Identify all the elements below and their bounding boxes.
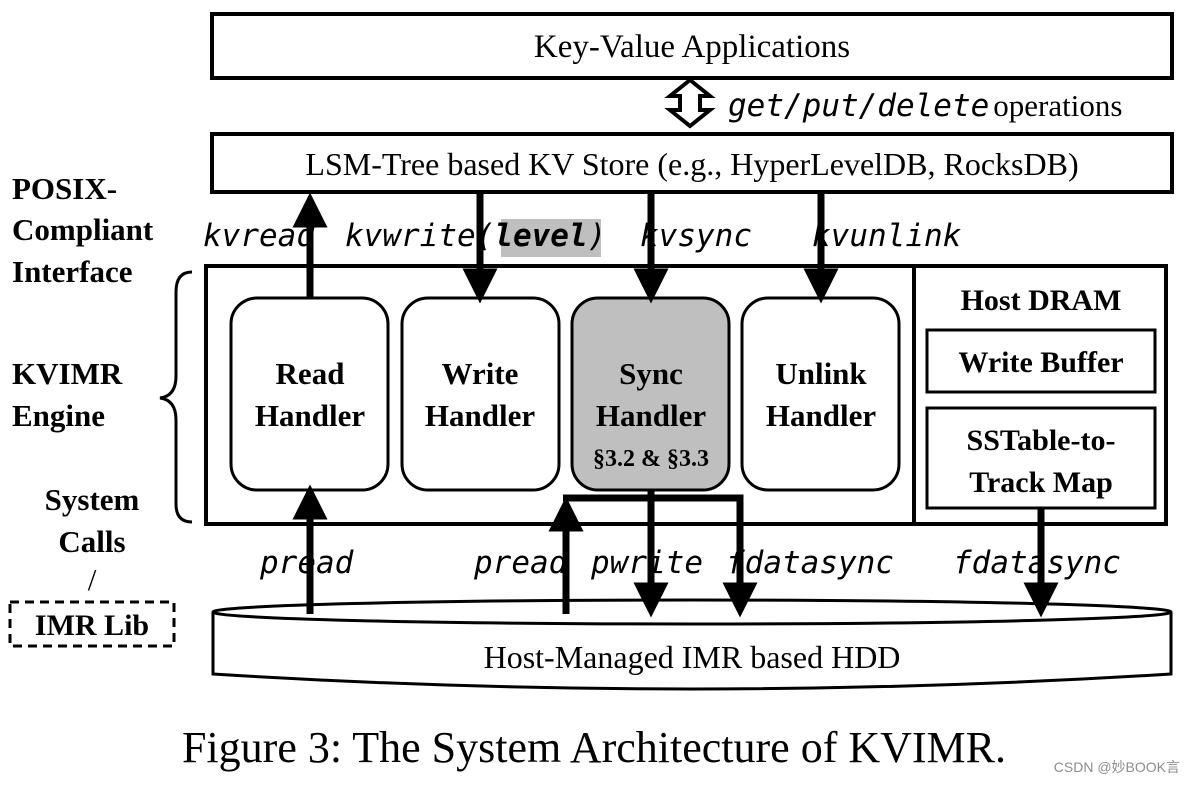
unlink-handler-line1: Unlink <box>775 356 867 391</box>
watermark: CSDN @妙BOOK言 <box>1054 759 1180 775</box>
handler-write: Write Handler <box>400 296 561 492</box>
interface-calls: kvread kvwrite(level) kvsync kvunlink <box>203 218 962 254</box>
engine-label-line1: KVIMR <box>12 356 123 391</box>
hdd-label: Host-Managed IMR based HDD <box>484 639 901 675</box>
ops-label: get/put/delete operations <box>728 88 1122 124</box>
hdd-top <box>211 598 1173 626</box>
kvunlink-label: kvunlink <box>812 218 962 254</box>
system-call-labels: pread pread pwrite fdatasync fdatasync <box>259 545 1121 581</box>
pread-sync-label: pread <box>473 545 568 581</box>
syscalls-label-line1: System <box>45 482 140 517</box>
handler-read: Read Handler <box>229 296 390 492</box>
hdd-cylinder: Host-Managed IMR based HDD <box>211 598 1173 691</box>
unlink-handler-box <box>740 296 901 492</box>
sync-handler-line2: Handler <box>596 398 706 433</box>
pread-read-label: pread <box>259 545 354 581</box>
handler-sync: Sync Handler §3.2 & §3.3 <box>570 296 731 492</box>
level-highlight <box>501 219 601 257</box>
host-dram-title: Host DRAM <box>961 284 1122 317</box>
write-handler-line2: Handler <box>425 398 535 433</box>
write-handler-line1: Write <box>442 356 519 391</box>
pwrite-label: pwrite <box>590 545 703 581</box>
sync-handler-line1: Sync <box>619 356 683 391</box>
handler-unlink: Unlink Handler <box>740 296 901 492</box>
left-labels: POSIX- Compliant Interface KVIMR Engine … <box>12 171 154 597</box>
imr-lib-label: IMR Lib <box>35 609 149 642</box>
syscalls-label-line3: / <box>88 562 97 597</box>
sync-handler-note: §3.2 & §3.3 <box>593 446 709 472</box>
ops-double-arrow-icon <box>664 77 716 129</box>
map-label-line1: SSTable-to- <box>967 424 1116 457</box>
write-handler-box <box>400 296 561 492</box>
write-buffer-label: Write Buffer <box>958 346 1123 379</box>
map-label-line2: Track Map <box>969 466 1113 499</box>
hdd-body <box>211 612 1173 691</box>
ops-suffix: operations <box>993 88 1122 123</box>
engine-label-line2: Engine <box>12 398 105 433</box>
imr-lib-box <box>8 600 176 648</box>
fdatasync-sync-label: fdatasync <box>726 545 894 581</box>
read-handler-line1: Read <box>276 356 345 391</box>
posix-label-line3: Interface <box>12 254 133 289</box>
interface-arrows <box>292 192 839 304</box>
posix-label-line2: Compliant <box>12 212 154 247</box>
syscalls-label-line2: Calls <box>58 524 125 559</box>
map-box <box>925 406 1157 510</box>
figure-caption: Figure 3: The System Architecture of KVI… <box>182 723 1006 772</box>
read-handler-box <box>229 296 390 492</box>
fdatasync-map-label: fdatasync <box>953 545 1121 581</box>
kv-store-label: LSM-Tree based KV Store (e.g., HyperLeve… <box>305 146 1078 182</box>
kv-store-box <box>210 132 1174 194</box>
ops-verbs: get/put/delete <box>728 88 989 124</box>
kvwrite-label: kvwrite(level) <box>345 218 606 254</box>
read-handler-line2: Handler <box>255 398 365 433</box>
unlink-handler-line2: Handler <box>766 398 876 433</box>
apps-label: Key-Value Applications <box>534 29 850 65</box>
write-buffer-box <box>925 328 1157 394</box>
engine-brace-icon <box>159 270 193 524</box>
kvread-label: kvread <box>203 218 315 254</box>
apps-box <box>210 12 1174 80</box>
posix-label-line1: POSIX- <box>12 171 117 206</box>
kvsync-label: kvsync <box>640 218 752 254</box>
